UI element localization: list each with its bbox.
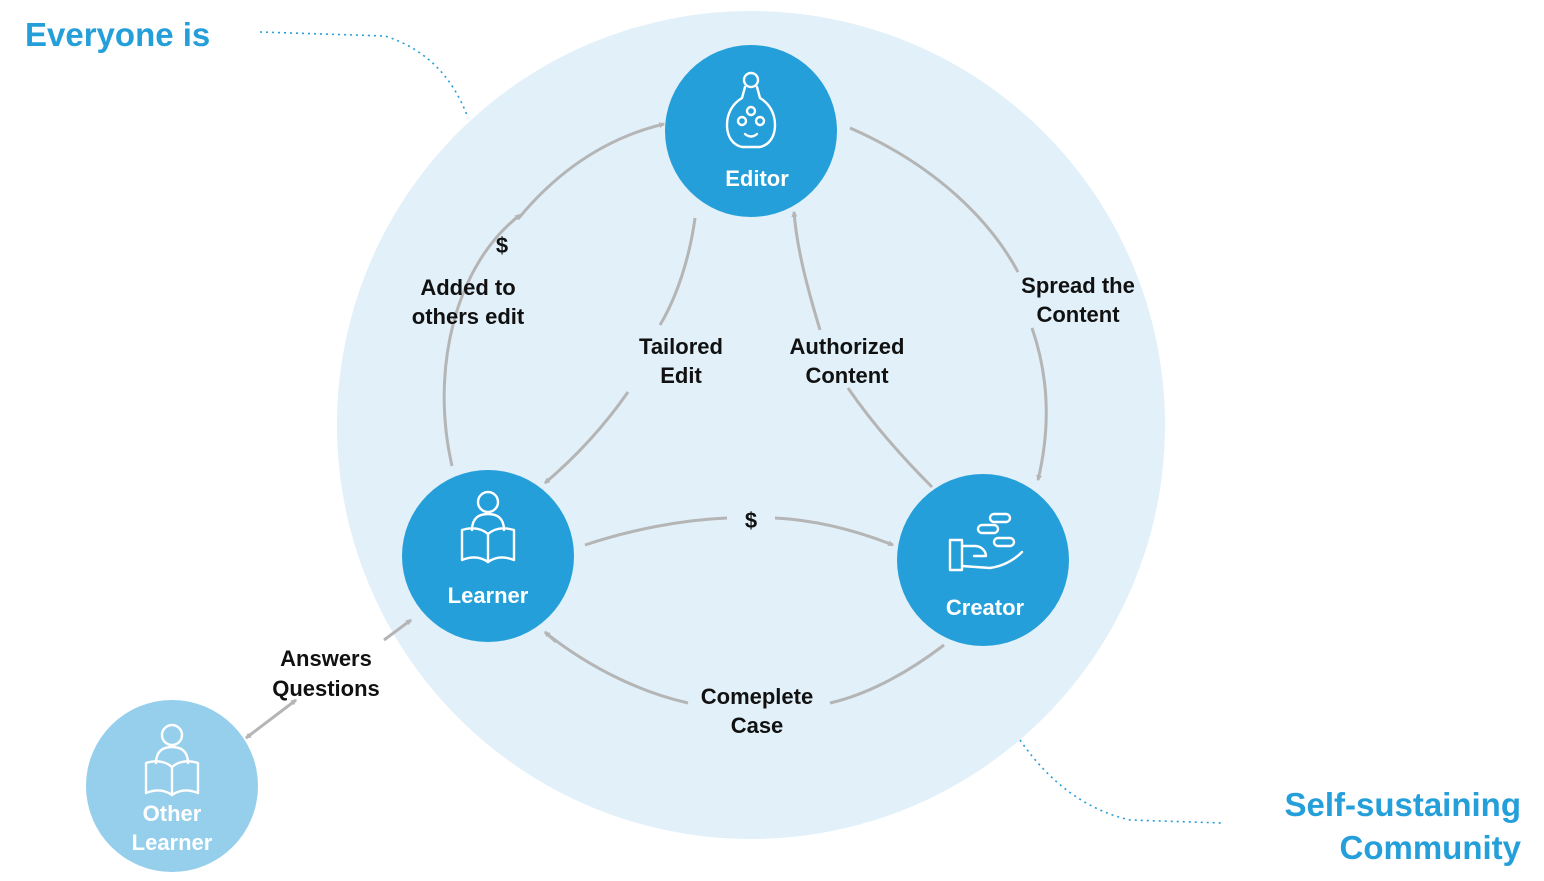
editor-label: Editor bbox=[725, 166, 789, 191]
bottom-right-leader-line bbox=[1019, 739, 1223, 824]
label-complete-line2: Case bbox=[731, 713, 784, 738]
other-learner-node: Other Learner bbox=[86, 700, 258, 872]
edge-creator-to-learner-arrowhead bbox=[543, 630, 558, 644]
edge-learner-to-creator-right bbox=[774, 516, 895, 547]
other-learner-label-line2: Learner bbox=[132, 830, 213, 855]
label-complete-line1: Comeplete bbox=[701, 684, 813, 709]
edge-editor-to-learner bbox=[658, 217, 697, 326]
edge-creator-to-learner-right bbox=[829, 643, 945, 705]
creator-label: Creator bbox=[946, 595, 1025, 620]
editor-node: Editor bbox=[665, 45, 837, 217]
label-authorized-line2: Content bbox=[805, 363, 889, 388]
heading-community: Community bbox=[1340, 829, 1522, 866]
edge-learner-to-creator-left bbox=[584, 516, 728, 547]
creator-node: Creator bbox=[897, 474, 1069, 646]
edge-learner-to-editor-upper bbox=[516, 122, 666, 220]
label-tailored-line1: Tailored bbox=[639, 334, 723, 359]
edge-creator-to-editor bbox=[791, 210, 822, 331]
top-left-leader-line bbox=[259, 31, 469, 119]
reader-icon bbox=[460, 490, 516, 564]
edge-creator-to-editor-lower bbox=[846, 387, 934, 489]
label-answers-line1: Answers bbox=[280, 646, 372, 671]
edge-creator-to-learner-left bbox=[545, 631, 689, 705]
label-authorized-line1: Authorized bbox=[790, 334, 905, 359]
other-learner-label-line1: Other bbox=[143, 801, 202, 826]
podium-icon bbox=[725, 71, 777, 149]
edge-editor-to-creator bbox=[849, 126, 1020, 273]
heading-everyone-is: Everyone is bbox=[25, 16, 210, 53]
label-spread-line2: Content bbox=[1036, 302, 1120, 327]
money-label-added: $ bbox=[496, 233, 508, 258]
learner-label: Learner bbox=[448, 583, 529, 608]
label-added-to-line1: Added to bbox=[420, 275, 515, 300]
money-label-learner-creator: $ bbox=[745, 508, 757, 533]
label-spread-line1: Spread the bbox=[1021, 273, 1135, 298]
label-tailored-line2: Edit bbox=[660, 363, 702, 388]
edge-editor-to-learner-lower bbox=[544, 391, 630, 485]
edge-editor-to-creator-lower bbox=[1030, 327, 1048, 482]
editor-circle bbox=[665, 45, 837, 217]
label-added-to-line2: others edit bbox=[412, 304, 525, 329]
heading-self-sustaining: Self-sustaining bbox=[1284, 786, 1521, 823]
hand-coins-icon bbox=[948, 512, 1024, 572]
learner-node: Learner bbox=[402, 470, 574, 642]
edge-learner-to-editor bbox=[442, 213, 521, 467]
edge-learner-to-other-learner-upper bbox=[383, 618, 412, 642]
reader-icon bbox=[144, 723, 200, 797]
edge-learner-to-other-learner bbox=[245, 698, 297, 740]
creator-circle bbox=[897, 474, 1069, 646]
label-answers-line2: Questions bbox=[272, 676, 380, 701]
